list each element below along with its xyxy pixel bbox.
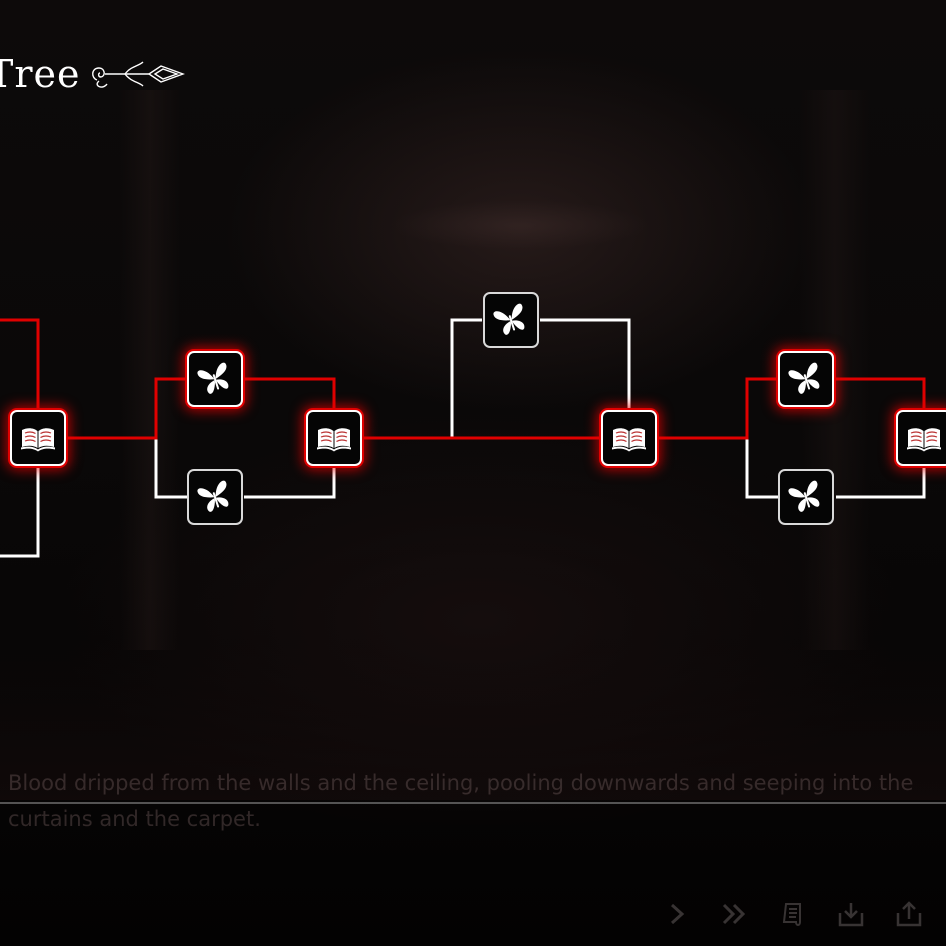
book-icon [19,419,57,457]
screen-title: Tree [0,52,185,96]
connector-inactive [450,318,482,438]
dialogue-textbox[interactable]: Blood dripped from the walls and the cei… [8,765,946,837]
book-icon [905,419,943,457]
flowchart-node-butterfly[interactable] [483,292,539,348]
connector-inactive [154,438,188,499]
butterfly-icon [492,301,530,339]
screen-title-text: Tree [0,52,81,96]
scroll-icon [782,903,801,926]
flowchart-node-book[interactable] [601,410,657,466]
chevron-right-icon [670,903,685,925]
textbox-divider [0,802,946,804]
log-button[interactable] [776,897,810,931]
flowchart-node-book[interactable] [306,410,362,466]
skip-button[interactable] [660,897,694,931]
connector-inactive [0,468,40,558]
book-icon [610,419,648,457]
dialogue-line: curtains and the carpet. [8,807,261,831]
connector-inactive [836,468,926,499]
flowchart-node-butterfly[interactable] [187,469,243,525]
connector-inactive [745,438,778,499]
connector-active [0,318,40,410]
butterfly-icon [196,360,234,398]
double-chevron-right-icon [722,903,746,925]
book-icon [315,419,353,457]
connector-inactive [540,318,631,410]
flowchart-node-butterfly[interactable] [778,351,834,407]
connector-inactive [244,468,336,499]
butterfly-icon [787,360,825,398]
save-download-icon [838,903,864,927]
fleur-arrow-ornament-icon [89,54,185,94]
flowchart-node-book[interactable] [896,410,946,466]
game-controls [660,896,926,932]
connector-active [658,377,778,440]
load-upload-icon [896,901,922,927]
butterfly-icon [196,478,234,516]
connector-active [67,377,188,440]
connector-active [244,377,336,410]
butterfly-icon [787,478,825,516]
dialogue-line: Blood dripped from the walls and the cei… [8,771,914,795]
load-button[interactable] [892,897,926,931]
fast-forward-button[interactable] [718,897,752,931]
connector-active [836,377,926,410]
flowchart-node-book[interactable] [10,410,66,466]
flowchart-node-butterfly[interactable] [778,469,834,525]
flowchart-node-butterfly[interactable] [187,351,243,407]
save-button[interactable] [834,897,868,931]
